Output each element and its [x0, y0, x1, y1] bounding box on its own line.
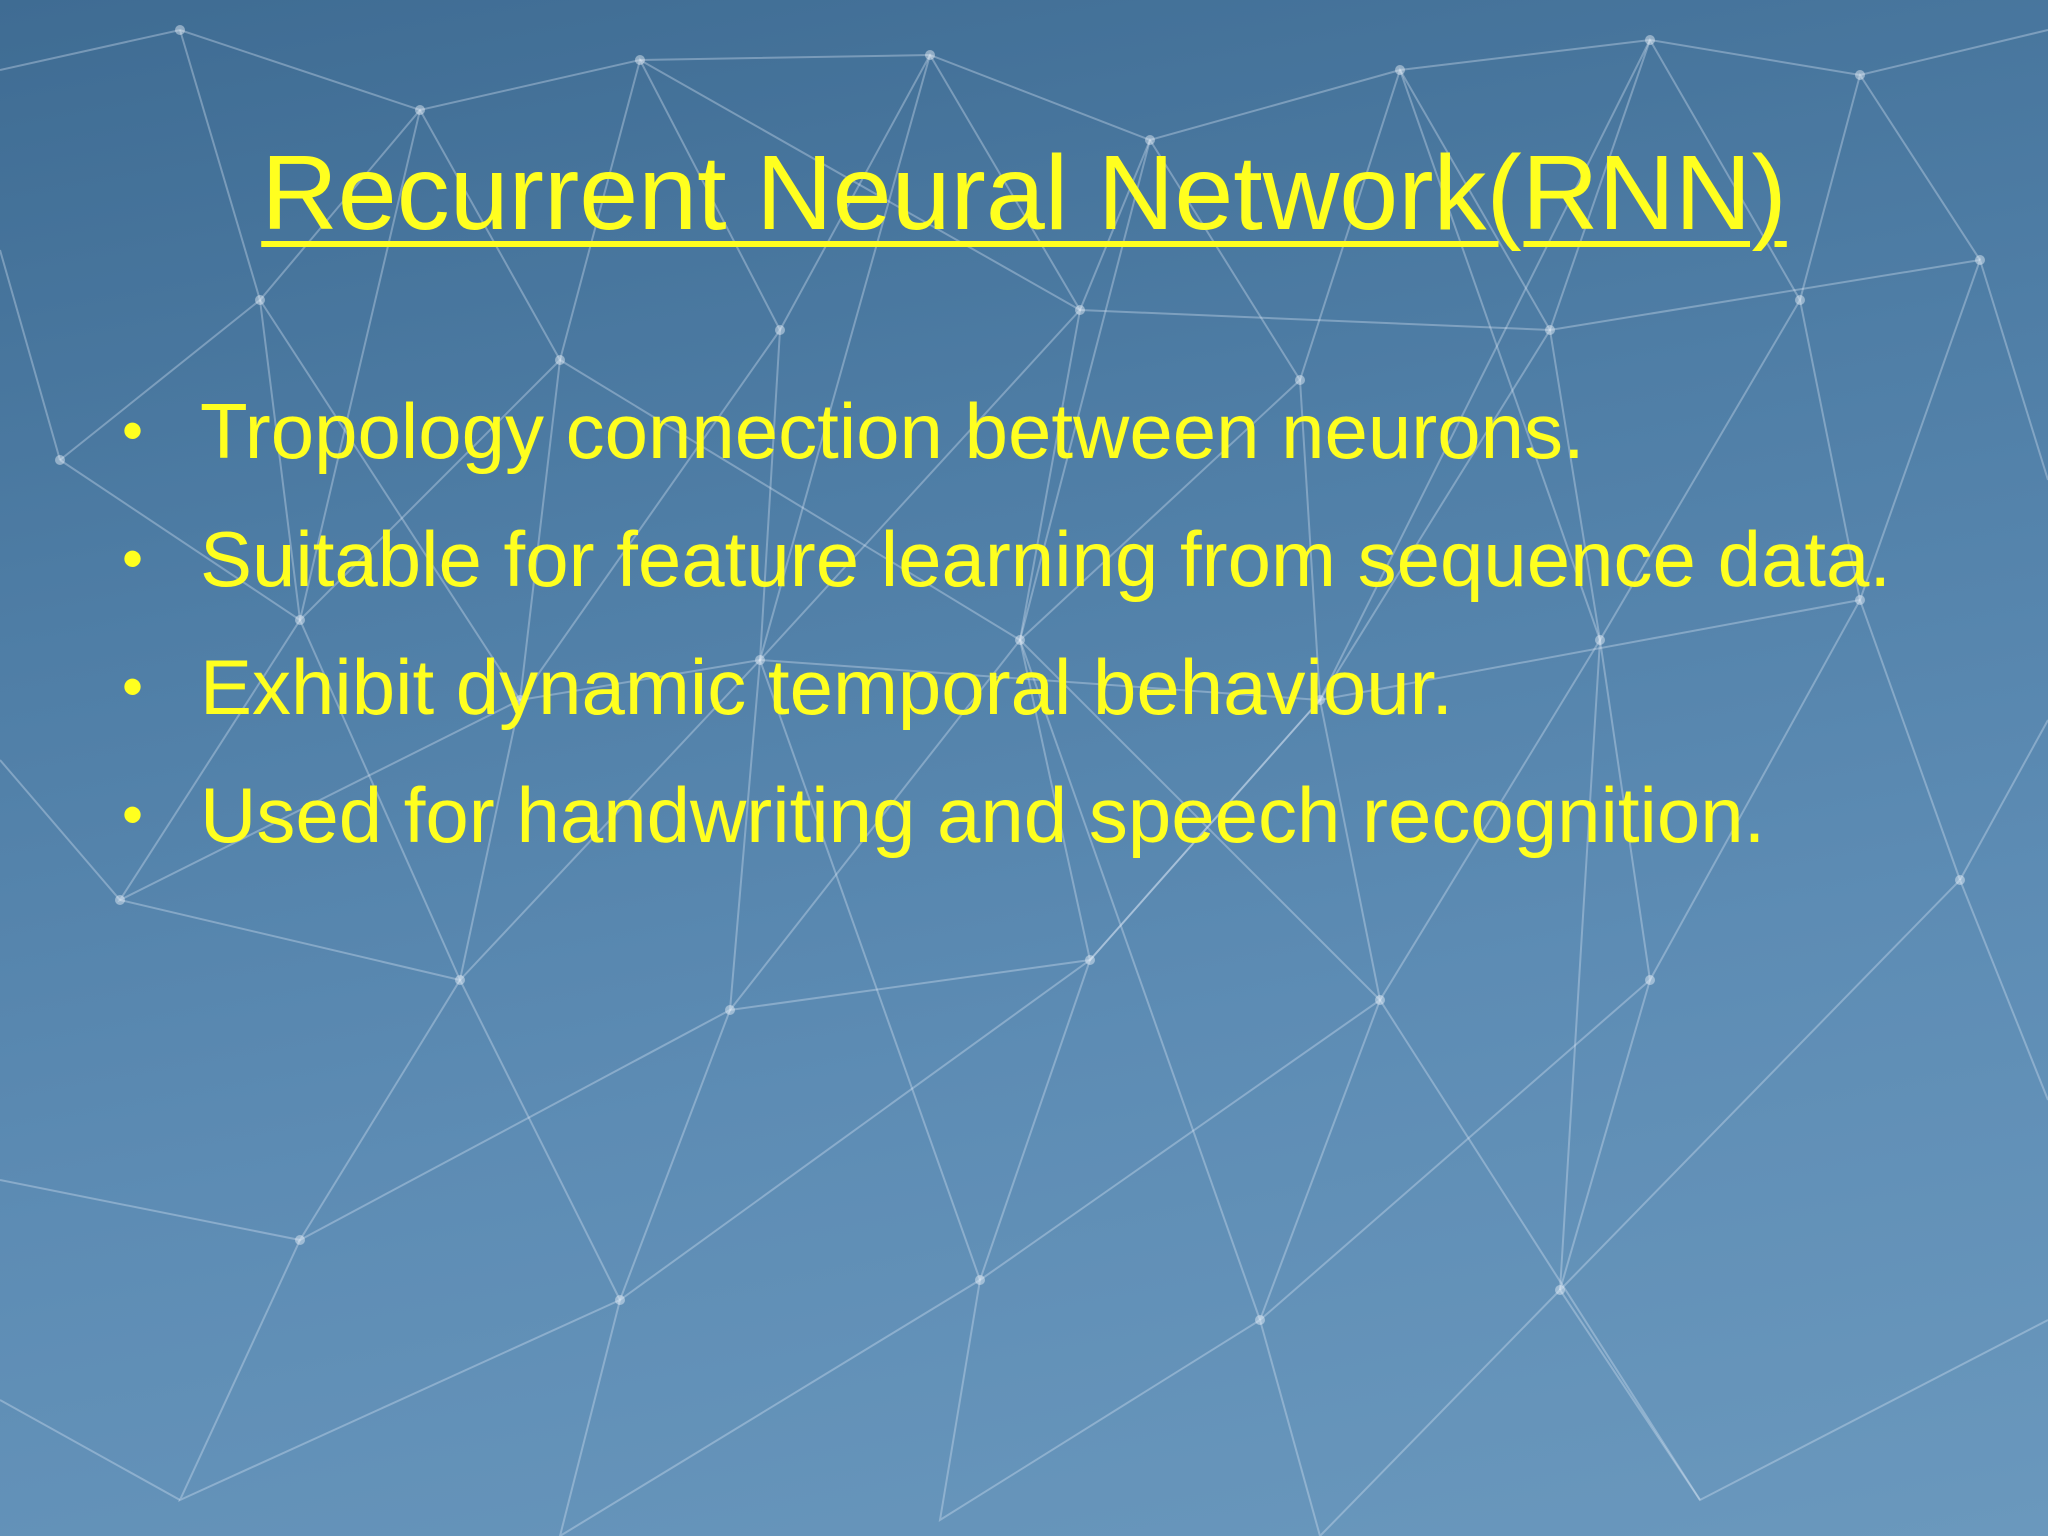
bullet-text: Exhibit dynamic temporal behaviour.	[200, 643, 1453, 731]
bullet-dot-icon: •	[122, 781, 144, 848]
bullet-dot-icon: •	[122, 397, 144, 464]
bullet-dot-icon: •	[122, 653, 144, 720]
slide-title: Recurrent Neural Network(RNN)	[0, 128, 2048, 258]
slide-title-text: Recurrent Neural Network(RNN)	[261, 134, 1787, 252]
bullet-text: Tropology connection between neurons.	[200, 387, 1585, 475]
bullet-text: Used for handwriting and speech recognit…	[200, 771, 1766, 859]
bullet-item: • Used for handwriting and speech recogn…	[0, 759, 2048, 871]
bullet-item: • Exhibit dynamic temporal behaviour.	[0, 631, 2048, 743]
bullet-text: Suitable for feature learning from seque…	[200, 515, 1892, 603]
bullet-dot-icon: •	[122, 525, 144, 592]
bullet-item: • Tropology connection between neurons.	[0, 375, 2048, 487]
bullet-item: • Suitable for feature learning from seq…	[0, 503, 2048, 615]
bullet-list: • Tropology connection between neurons. …	[0, 375, 2048, 887]
